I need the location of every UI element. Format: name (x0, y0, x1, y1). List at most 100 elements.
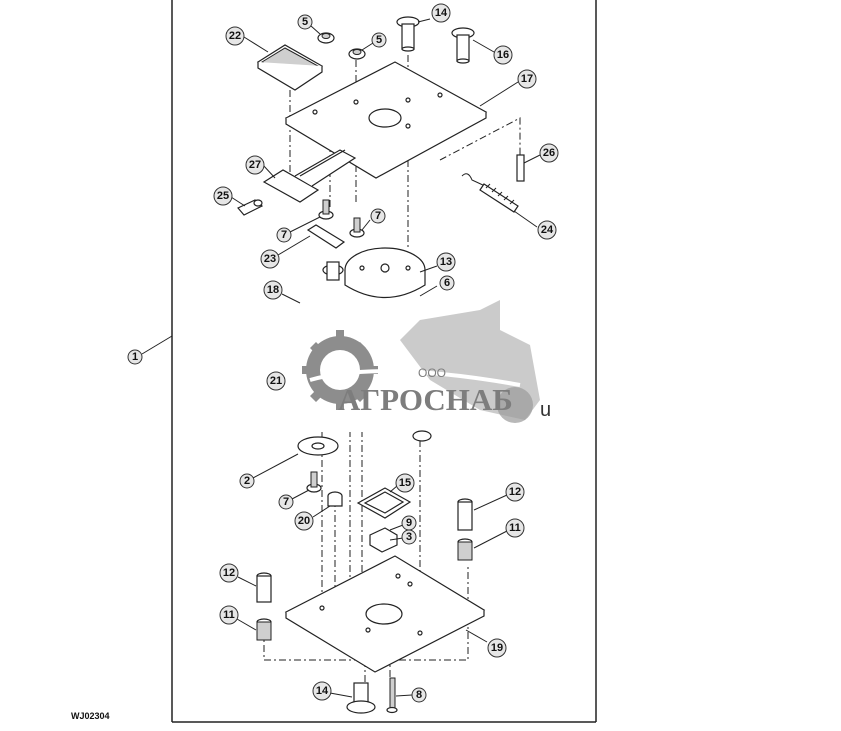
svg-text:11: 11 (223, 609, 235, 621)
standoff-20 (327, 491, 343, 507)
callout-21: 21 (266, 371, 286, 391)
callout-11b: 11 (219, 605, 239, 625)
callout-20: 20 (294, 511, 314, 531)
reference-code: WJ02304 (71, 711, 110, 721)
callout-8: 8 (411, 687, 427, 703)
gear-icon (302, 330, 378, 410)
svg-text:22: 22 (229, 30, 241, 42)
callout-19: 19 (487, 638, 507, 658)
callout-23: 23 (260, 249, 280, 269)
callout-26: 26 (539, 143, 559, 163)
callout-15: 15 (395, 473, 415, 493)
callout-7a: 7 (276, 227, 292, 243)
svg-text:3: 3 (406, 531, 412, 543)
callout-3: 3 (401, 529, 417, 545)
svg-text:14: 14 (435, 7, 448, 19)
screw-7c (306, 471, 322, 493)
switch-3 (369, 527, 398, 553)
callout-5b: 5 (371, 32, 387, 48)
svg-text:2: 2 (244, 475, 250, 487)
nut-5b (348, 48, 366, 60)
bracket-27 (262, 149, 357, 203)
spacer-12-right (457, 498, 473, 531)
callout-14a: 14 (431, 3, 451, 23)
pin-25 (237, 199, 264, 216)
spacer-11-left (256, 618, 272, 641)
callout-5a: 5 (297, 14, 313, 30)
svg-text:14: 14 (316, 685, 329, 697)
shaft-upper (322, 261, 344, 281)
svg-text:26: 26 (543, 147, 555, 159)
svg-text:27: 27 (249, 159, 261, 171)
callout-18: 18 (263, 280, 283, 300)
svg-text:9: 9 (406, 517, 412, 529)
callout-6: 6 (439, 275, 455, 291)
callout-16: 16 (493, 45, 513, 65)
bracket-15 (356, 487, 412, 519)
callout-2: 2 (239, 473, 255, 489)
callout-12a: 12 (505, 482, 525, 502)
svg-text:1: 1 (132, 351, 138, 363)
screw-8 (386, 677, 398, 714)
nut-5a (317, 32, 335, 44)
svg-text:7: 7 (283, 496, 289, 508)
callout-1: 1 (127, 349, 143, 365)
svg-text:17: 17 (521, 73, 533, 85)
callout-7b: 7 (370, 208, 386, 224)
link-23 (306, 224, 346, 249)
harvester-icon (400, 300, 540, 423)
bolt-14-top (396, 16, 420, 52)
svg-text:24: 24 (541, 224, 554, 236)
base-plate-19 (284, 555, 486, 673)
callout-17: 17 (517, 69, 537, 89)
svg-text:19: 19 (491, 642, 503, 654)
callout-14b: 14 (312, 681, 332, 701)
svg-text:7: 7 (375, 210, 381, 222)
svg-text:6: 6 (444, 277, 450, 289)
diagram-frame (171, 0, 597, 723)
screw-7a (318, 199, 334, 220)
callout-leaders (141, 18, 541, 698)
callout-24: 24 (537, 220, 557, 240)
callout-9: 9 (401, 515, 417, 531)
watermark-name: АГРОСНАБ (338, 382, 513, 417)
watermark-logo: ООО АГРОСНАБ u (272, 300, 562, 432)
svg-text:20: 20 (298, 515, 310, 527)
svg-text:5: 5 (302, 16, 308, 28)
svg-text:18: 18 (267, 284, 279, 296)
washer-2 (297, 436, 339, 456)
svg-text:8: 8 (416, 689, 422, 701)
callout-12b: 12 (219, 563, 239, 583)
svg-text:21: 21 (270, 375, 282, 387)
callouts: 1 2 3 5 5 6 7 7 7 8 9 11 11 12 12 13 14 … (127, 3, 559, 703)
svg-text:12: 12 (223, 567, 235, 579)
svg-text:11: 11 (509, 522, 521, 534)
callout-11a: 11 (505, 518, 525, 538)
svg-text:12: 12 (509, 486, 521, 498)
bushing-lower (412, 430, 432, 442)
svg-text:25: 25 (217, 190, 229, 202)
svg-text:15: 15 (399, 477, 411, 489)
spacer-12-left (256, 572, 272, 603)
svg-text:7: 7 (281, 229, 287, 241)
top-plate-17 (284, 61, 488, 179)
stud-26 (516, 154, 525, 182)
svg-text:5: 5 (376, 34, 382, 46)
svg-text:16: 16 (497, 49, 509, 61)
knob-22 (256, 44, 324, 91)
spacer-11-right (457, 538, 473, 561)
screw-7b (349, 217, 365, 238)
svg-text:13: 13 (440, 256, 452, 268)
bolt-14-bottom (346, 682, 376, 714)
spring-24 (461, 173, 519, 213)
svg-text:23: 23 (264, 253, 276, 265)
callout-7c: 7 (278, 494, 294, 510)
callout-27: 27 (245, 155, 265, 175)
callout-25: 25 (213, 186, 233, 206)
watermark-suffix: u (540, 399, 551, 421)
bolt-16 (451, 27, 475, 64)
callout-13: 13 (436, 252, 456, 272)
cam-13 (344, 247, 426, 299)
callout-22: 22 (225, 26, 245, 46)
